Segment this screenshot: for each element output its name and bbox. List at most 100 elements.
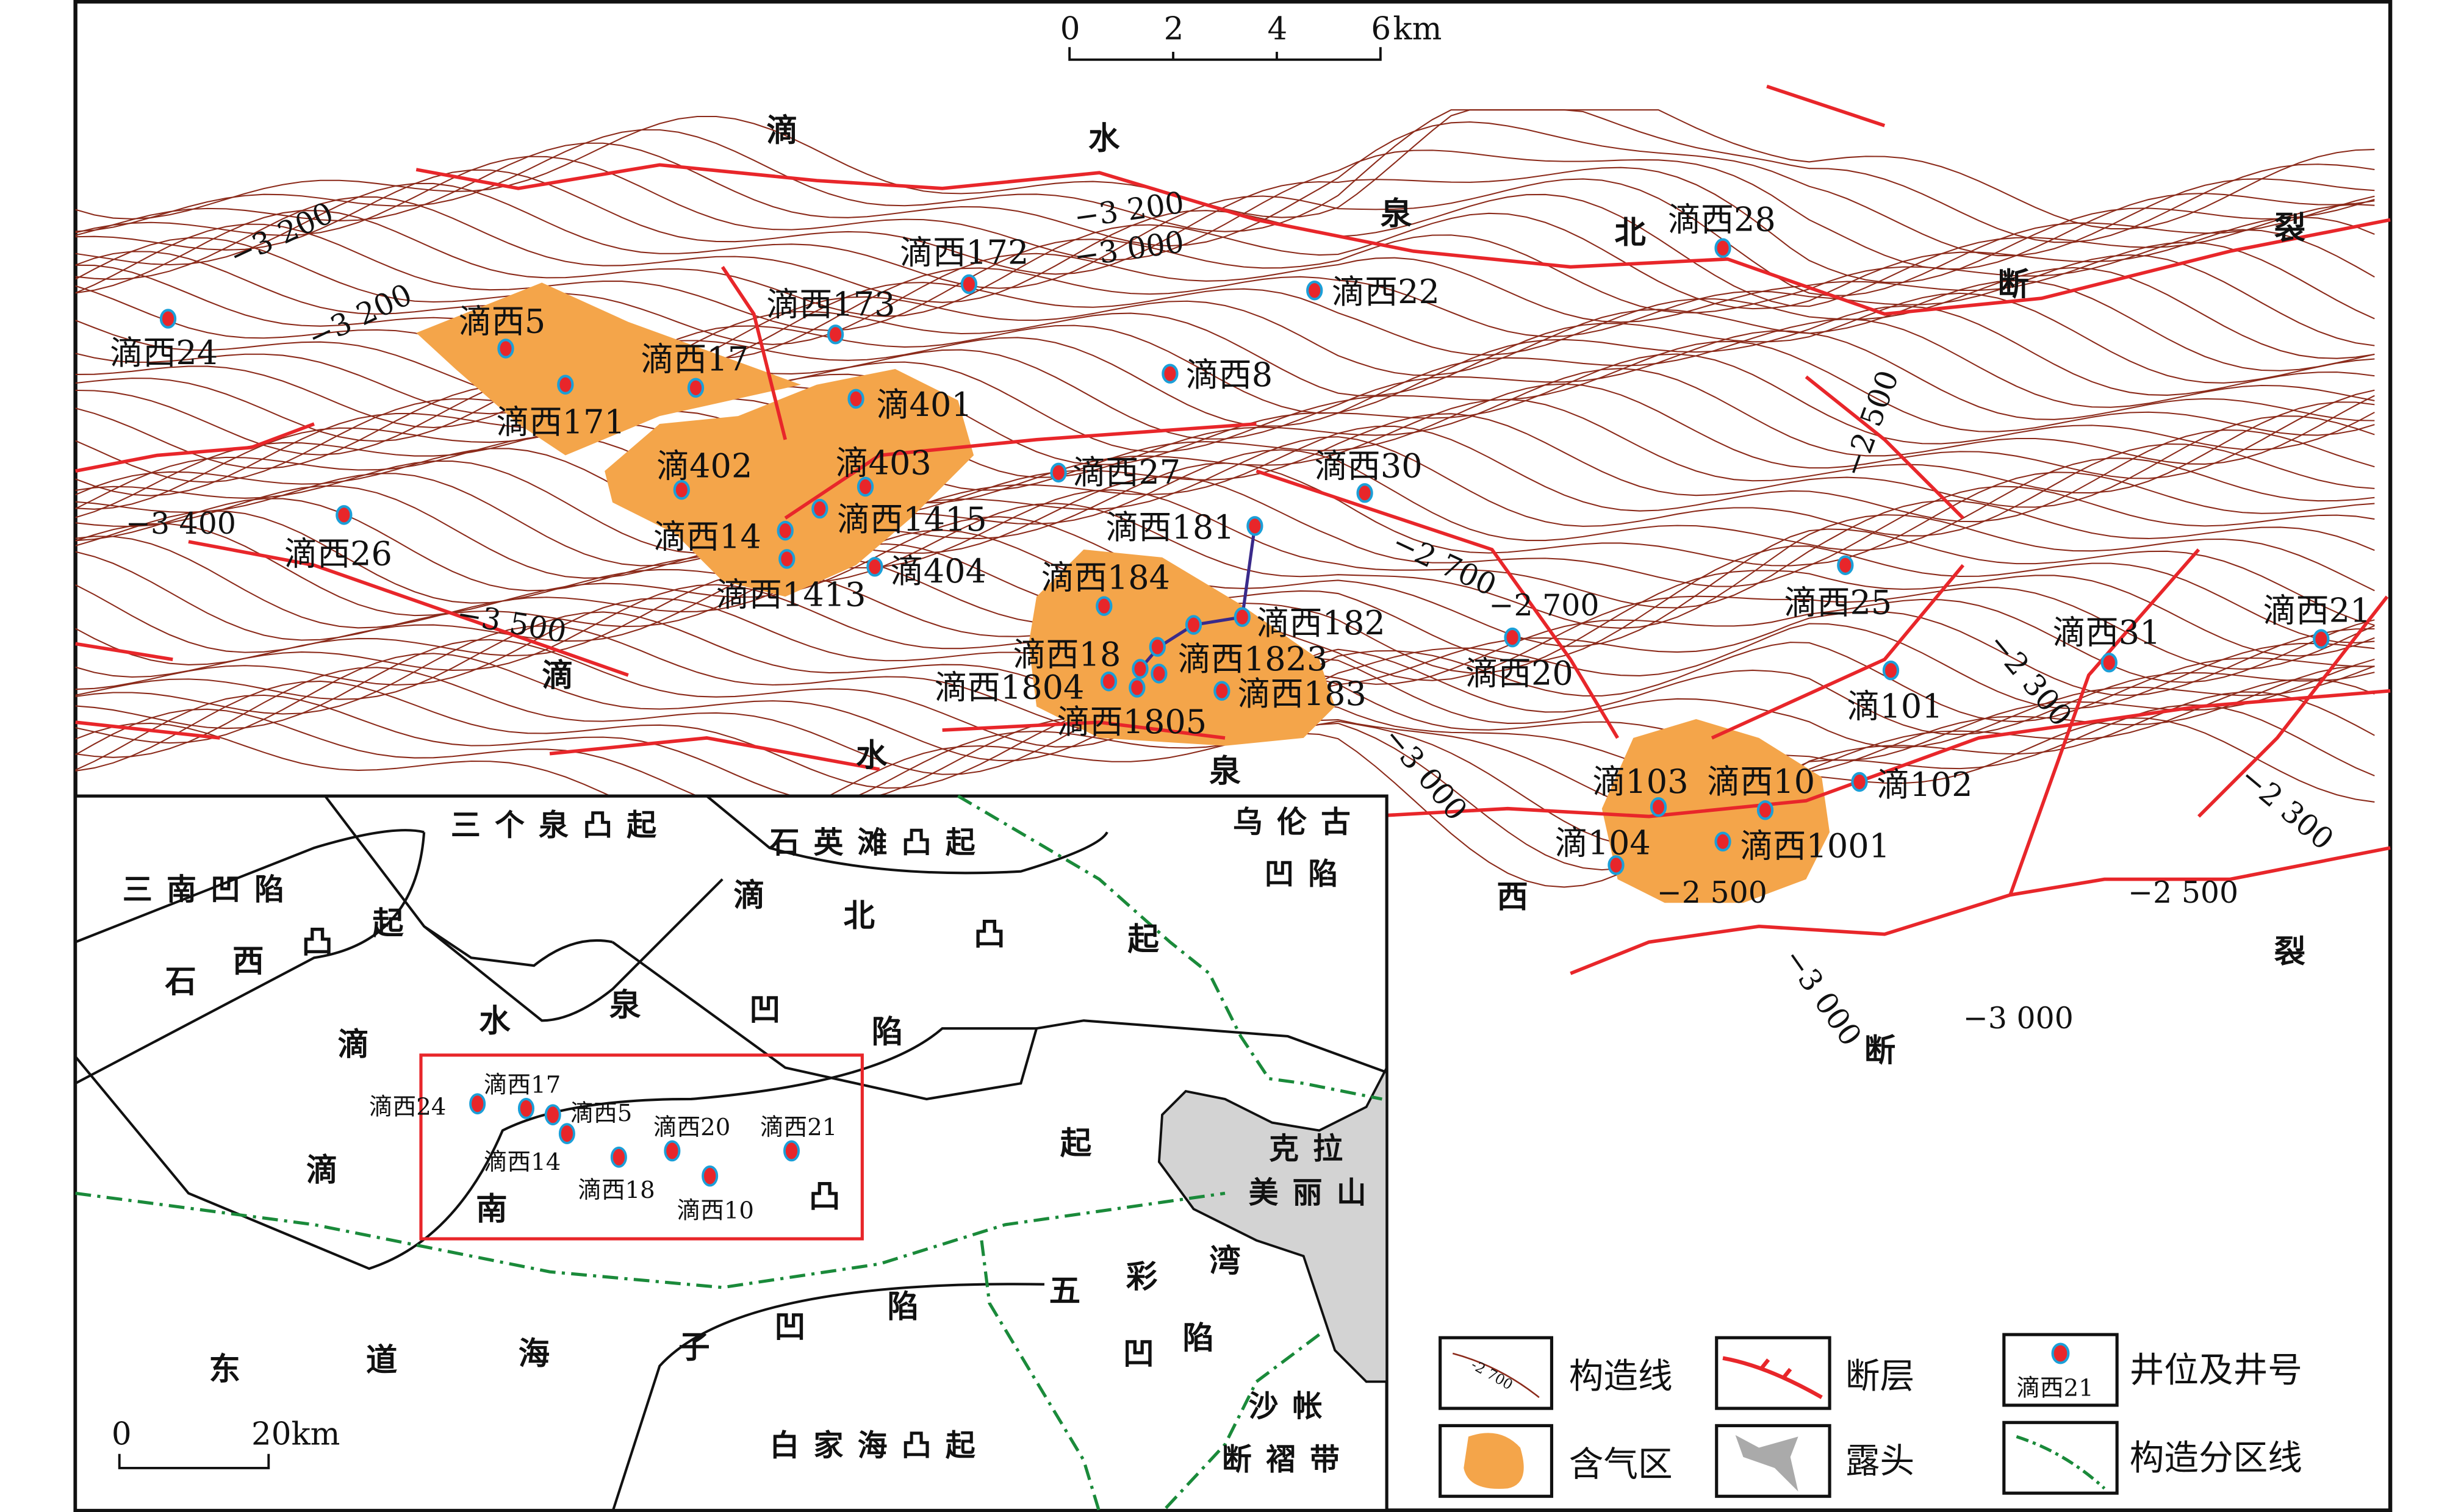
well-marker[interactable] xyxy=(497,339,514,359)
inset-well-marker[interactable] xyxy=(544,1104,561,1126)
well-marker[interactable] xyxy=(1837,555,1854,575)
well-marker[interactable] xyxy=(673,479,690,500)
well-label: 滴西31 xyxy=(2053,613,2161,651)
fault-line xyxy=(188,540,629,677)
well-marker[interactable] xyxy=(1185,615,1202,635)
well-marker[interactable] xyxy=(2100,653,2118,673)
legend: -2 700 构造线 断层 滴西21 井位及井号 含气区 露头 构造分区线 xyxy=(1439,1333,2302,1498)
contour-line xyxy=(75,436,2375,542)
inset-region-char: 陷 xyxy=(872,1014,903,1050)
well-marker[interactable] xyxy=(960,274,978,295)
well-marker[interactable] xyxy=(557,374,574,395)
well-marker[interactable] xyxy=(1714,238,1731,258)
well-marker[interactable] xyxy=(847,389,864,409)
inset-well-marker[interactable] xyxy=(664,1140,681,1162)
legend-well: 滴西21 井位及井号 xyxy=(2002,1333,2302,1407)
legend-fault: 断层 xyxy=(1715,1336,1914,1410)
well-marker[interactable] xyxy=(1504,627,1521,648)
gas-area xyxy=(416,282,801,456)
fault-line xyxy=(2008,548,2200,896)
inset-scale-end: 20km xyxy=(251,1416,340,1452)
legend-gas-label: 含气区 xyxy=(1569,1444,1673,1485)
inset-region-char: 起 xyxy=(372,906,404,942)
well-marker[interactable] xyxy=(1356,483,1373,503)
well-label: 滴西171 xyxy=(497,403,625,441)
inset-region-char: 凸 xyxy=(974,917,1005,953)
inset-region-char: 泉 xyxy=(609,987,641,1024)
inset-well-marker[interactable] xyxy=(610,1146,627,1168)
well-label: 滴西173 xyxy=(766,285,895,323)
inset-region-char: 五 xyxy=(1049,1273,1080,1310)
inset-region-char: 东 xyxy=(209,1352,240,1388)
north-fault-name-char: 断 xyxy=(1998,267,2029,303)
well-label: 滴西24 xyxy=(110,334,218,372)
contour-line xyxy=(75,210,2375,317)
well-marker[interactable] xyxy=(1714,831,1731,852)
well-marker[interactable] xyxy=(1650,797,1667,817)
well-marker[interactable] xyxy=(1149,637,1166,657)
contour-line xyxy=(75,237,2375,345)
well-marker[interactable] xyxy=(1213,681,1230,701)
inset-region-char: 湾 xyxy=(1209,1243,1240,1280)
inset-region-label: 沙帐 xyxy=(1249,1389,1337,1424)
inset-region-char: 北 xyxy=(843,898,874,934)
inset-region-label: 三个泉凸起 xyxy=(451,808,670,842)
south-fault-name-char: 西 xyxy=(1496,879,1528,915)
north-fault-name-char: 泉 xyxy=(1381,196,1412,232)
scale-bar: 0 2 4 6 km xyxy=(1060,10,1442,61)
well-marker[interactable] xyxy=(811,498,828,519)
division-lines xyxy=(75,794,1382,1512)
inset-well-marker[interactable] xyxy=(558,1123,575,1144)
well-marker[interactable] xyxy=(1306,281,1323,301)
fault-line xyxy=(549,736,880,772)
fault-line xyxy=(1711,564,1965,740)
south-fault-name-char: 裂 xyxy=(2274,934,2305,970)
well-marker[interactable] xyxy=(1050,462,1067,483)
legend-contour: -2 700 构造线 xyxy=(1439,1336,1673,1410)
well-marker[interactable] xyxy=(777,520,794,541)
well-marker[interactable] xyxy=(1882,660,1900,681)
inset-region-char: 子 xyxy=(678,1330,709,1366)
well-marker[interactable] xyxy=(1608,855,1625,875)
south-fault-name-char: 滴 xyxy=(542,657,573,694)
well-marker[interactable] xyxy=(1756,800,1774,820)
well-marker[interactable] xyxy=(866,557,883,577)
inset-well-label: 滴西10 xyxy=(677,1197,754,1225)
inset-scale-bar: 0 20km xyxy=(112,1416,340,1469)
well-marker[interactable] xyxy=(778,549,796,569)
well-marker[interactable] xyxy=(687,378,705,398)
fault-line xyxy=(1805,375,1964,520)
well-marker[interactable] xyxy=(1100,672,1118,692)
legend-contour-label: 构造线 xyxy=(1569,1356,1673,1397)
legend-well-sample: 滴西21 xyxy=(2016,1375,2093,1402)
contour-line xyxy=(75,167,2375,283)
well-label: 滴西17 xyxy=(641,340,749,379)
well-marker[interactable] xyxy=(1246,516,1263,536)
contour-value-label: −2 500 xyxy=(2128,875,2238,910)
inset-well-marker[interactable] xyxy=(702,1165,719,1187)
inset-region-label: 三南凹陷 xyxy=(123,872,298,907)
well-marker[interactable] xyxy=(1129,678,1146,698)
well-marker[interactable] xyxy=(159,309,177,329)
well-marker[interactable] xyxy=(1234,607,1251,627)
well-marker[interactable] xyxy=(2313,629,2330,649)
well-label: 滴西30 xyxy=(1315,447,1423,485)
well-label: 滴西172 xyxy=(900,233,1029,271)
well-marker[interactable] xyxy=(857,476,874,497)
contour-line xyxy=(75,305,2375,415)
south-fault-name-char: 水 xyxy=(856,737,888,774)
well-marker[interactable] xyxy=(1096,596,1113,616)
well-marker[interactable] xyxy=(1851,772,1868,792)
inset-well-marker[interactable] xyxy=(469,1093,486,1115)
contour-line xyxy=(75,178,2375,296)
well-marker[interactable] xyxy=(336,505,353,525)
scale-unit: km xyxy=(1393,10,1442,47)
inset-well-marker[interactable] xyxy=(517,1098,534,1119)
inset-region-char: 凸 xyxy=(809,1179,840,1216)
inset-well-marker[interactable] xyxy=(783,1140,800,1162)
well-marker[interactable] xyxy=(1162,364,1179,384)
well-marker[interactable] xyxy=(827,324,844,345)
contour-value-label: −2 700 xyxy=(1489,588,1599,623)
well-label: 滴西25 xyxy=(1784,584,1892,622)
